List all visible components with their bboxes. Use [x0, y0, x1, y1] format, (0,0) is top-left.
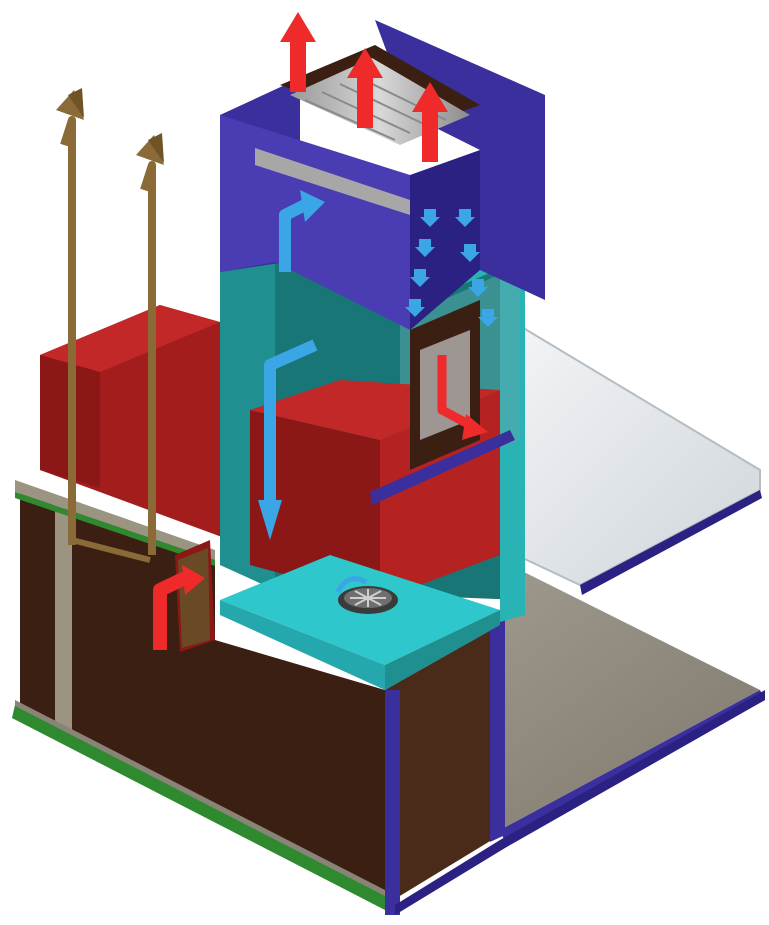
fan-icon	[335, 576, 398, 614]
return-arrow-icon	[437, 355, 488, 440]
intake-arrow-icon	[153, 565, 205, 650]
exhaust-arrow-icon	[347, 48, 383, 128]
exhaust-arrow-icon	[280, 12, 316, 92]
downdraft-arrow-icon	[258, 339, 318, 540]
pit-chamber	[12, 480, 765, 915]
filter-airflow-icon	[405, 209, 498, 327]
chimney-arrow-icon	[136, 133, 164, 555]
glass-panel	[494, 318, 762, 595]
airflow-arrow-icon	[279, 190, 325, 272]
chimney-arrow-icon	[56, 88, 84, 545]
exhaust-housing	[220, 20, 545, 470]
exhaust-arrow-icon	[412, 82, 448, 162]
